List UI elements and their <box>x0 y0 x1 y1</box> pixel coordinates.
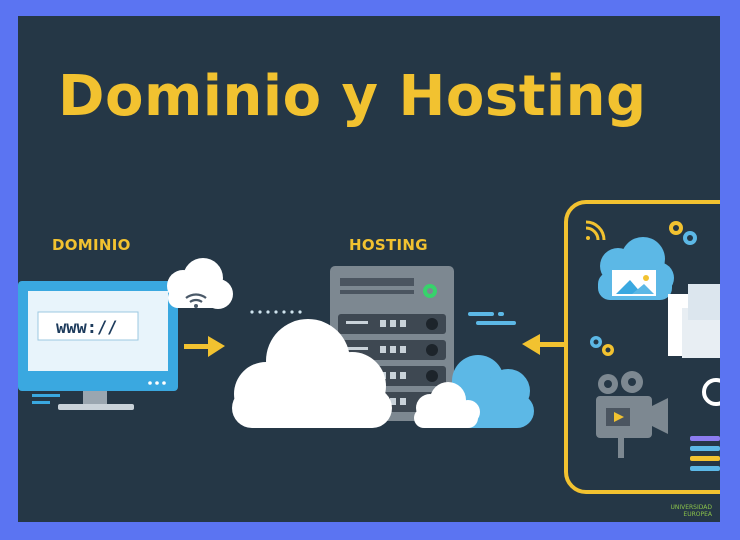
cloud-small-icon <box>414 382 480 428</box>
progress-ring-icon <box>702 378 720 406</box>
url-text: www:// <box>56 318 118 338</box>
watermark-line-2: EUROPEA <box>683 511 712 518</box>
label-dominio: DOMINIO <box>52 236 131 254</box>
arrow-left-icon <box>522 334 566 355</box>
video-camera-icon <box>596 371 668 458</box>
bars-icon <box>690 436 720 471</box>
image-cloud-icon <box>598 237 674 300</box>
gear-small-icon <box>590 336 614 356</box>
speed-lines <box>468 312 516 325</box>
diagram-canvas: Dominio y Hosting DOMINIO HOSTING <box>18 16 720 522</box>
arrow-right-icon <box>184 336 225 357</box>
watermark-logo: UNIVERSIDAD EUROPEA <box>670 504 712 518</box>
services-panel <box>564 200 720 494</box>
label-hosting: HOSTING <box>349 236 428 254</box>
cloud-icon <box>232 319 392 428</box>
gear-icon <box>669 221 697 245</box>
wifi-cloud-icon <box>167 258 233 309</box>
diagram-art <box>18 200 720 494</box>
monitor-icon <box>18 281 178 410</box>
document-icon <box>668 284 720 358</box>
dotted-connector <box>250 310 302 314</box>
wifi-icon <box>585 220 606 241</box>
page-title: Dominio y Hosting <box>58 64 647 129</box>
watermark-line-1: UNIVERSIDAD <box>670 504 712 511</box>
